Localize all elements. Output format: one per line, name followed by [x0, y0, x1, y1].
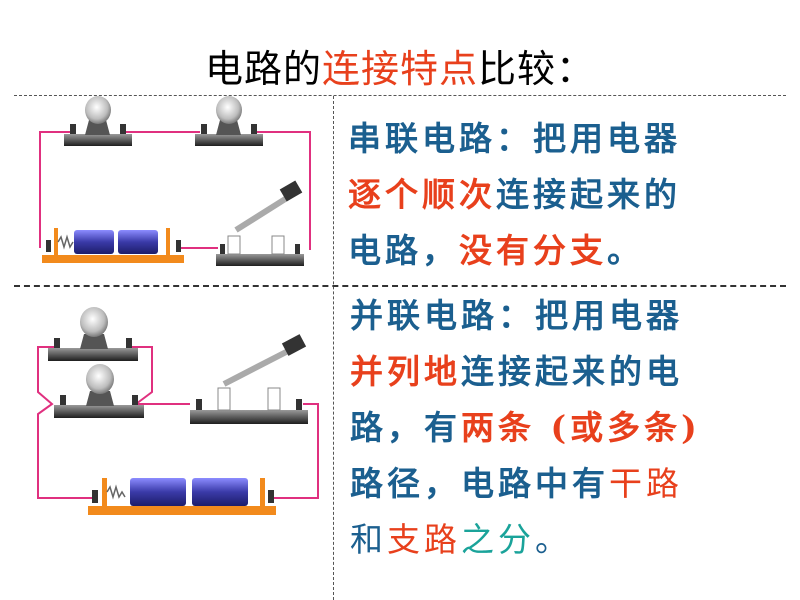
- parallel-paths: 两条 (或多条): [461, 408, 701, 447]
- parallel-lamp-2: [54, 364, 144, 418]
- parallel-line-2-rest: 连接起来的电: [461, 352, 683, 391]
- series-no-branch: 没有分支: [459, 231, 607, 270]
- title-prefix: 电路的: [204, 47, 322, 91]
- vertical-divider: [333, 96, 334, 600]
- series-line-3-end: 。: [607, 231, 644, 270]
- parallel-line-2: 并列地连接起来的电: [350, 344, 780, 400]
- parallel-circuit: [37, 307, 319, 515]
- parallel-line-3-start: 路，有: [350, 408, 461, 447]
- branch-road: 支路: [387, 520, 461, 559]
- middle-divider: [14, 285, 786, 287]
- parallel-description: 并联电路：把用电器 并列地连接起来的电 路，有两条 (或多条) 路径，电路中有干…: [350, 288, 780, 568]
- parallel-line-3: 路，有两条 (或多条): [350, 400, 780, 456]
- series-line-3-start: 电路，: [348, 231, 459, 270]
- top-divider: [14, 95, 786, 96]
- series-description: 串联电路：把用电器 逐个顺次连接起来的 电路，没有分支。: [348, 111, 778, 279]
- series-line-1: 串联电路：把用电器: [348, 119, 681, 158]
- parallel-emphasis: 并列地: [350, 352, 461, 391]
- parallel-line-5-end: 。: [535, 520, 572, 559]
- parallel-switch: [190, 334, 308, 424]
- parallel-line-4: 路径，电路中有干路: [350, 456, 780, 512]
- title-suffix: 比较：: [478, 47, 596, 91]
- series-circuit: [39, 96, 311, 266]
- parallel-line-1: 并联电路：把用电器: [350, 296, 683, 335]
- parallel-line-4-start: 路径，电路中有: [350, 464, 609, 503]
- main-road: 干路: [609, 464, 683, 503]
- distinction: 之分: [461, 520, 535, 559]
- series-line-2: 逐个顺次连接起来的: [348, 167, 778, 223]
- series-line-3: 电路，没有分支。: [348, 223, 778, 279]
- series-lamp-1: [64, 96, 132, 146]
- series-line-2-rest: 连接起来的: [496, 175, 681, 214]
- parallel-line-5-start: 和: [350, 520, 387, 559]
- parallel-line-5: 和支路之分。: [350, 512, 780, 568]
- parallel-battery: [88, 478, 276, 515]
- series-emphasis: 逐个顺次: [348, 175, 496, 214]
- series-battery: [42, 228, 184, 263]
- series-switch: [216, 180, 304, 266]
- series-lamp-2: [195, 96, 263, 146]
- page-title: 电路的连接特点比较：: [0, 38, 800, 93]
- parallel-lamp-1: [48, 307, 138, 361]
- title-highlight: 连接特点: [321, 47, 478, 91]
